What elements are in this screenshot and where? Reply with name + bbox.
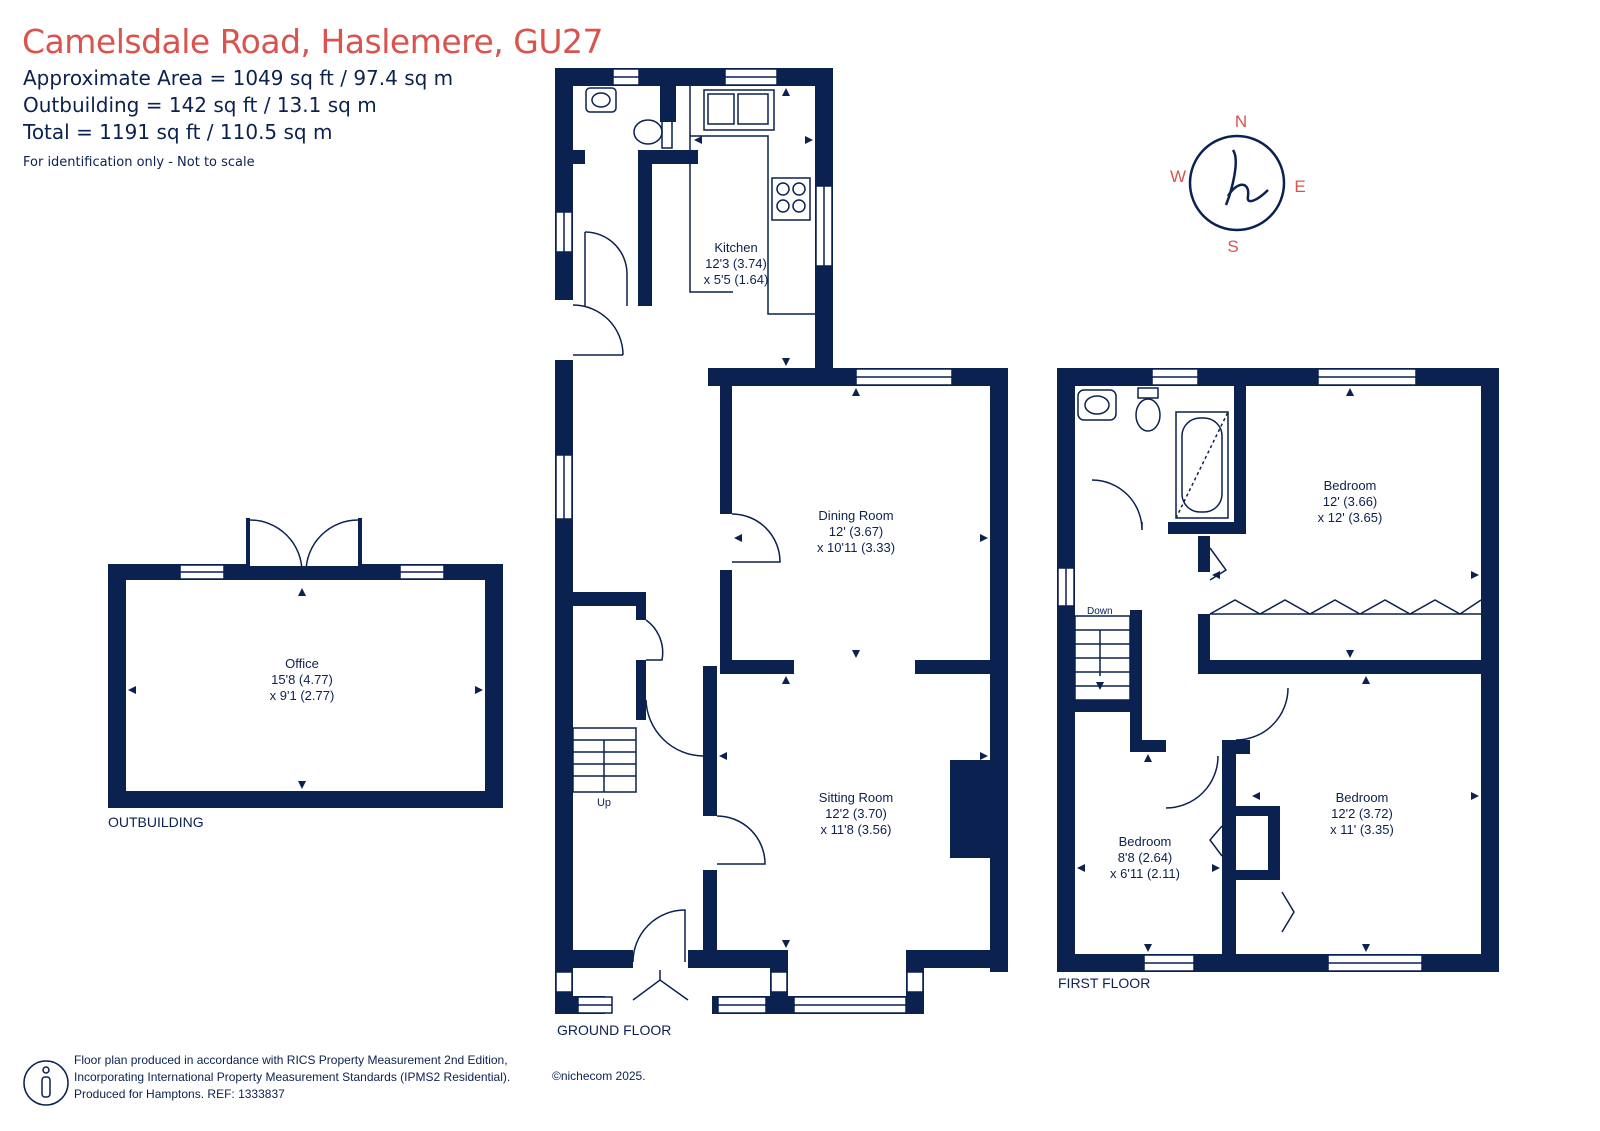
kitchen-dim2: x 5'5 (1.64) [704,272,769,287]
area-outbuilding: Outbuilding = 142 sq ft / 13.1 sq m [23,93,377,117]
bed1-name: Bedroom [1324,478,1377,493]
identification-note: For identification only - Not to scale [23,155,255,170]
stairs-down-label: Down [1087,606,1113,617]
first-floor-arrows [1077,388,1479,952]
bed1-dim1: 12' (3.66) [1323,494,1378,509]
first-floor-label: FIRST FLOOR [1058,975,1150,991]
logo-icon [1224,149,1269,206]
ground-floor-arrows [694,88,988,948]
office-dim1: 15'8 (4.77) [271,672,333,687]
first-floor-walls [1057,368,1499,972]
sitting-dim2: x 11'8 (3.56) [821,822,892,837]
copyright: ©nichecom 2025. [552,1069,646,1083]
footer-text: Floor plan produced in accordance with R… [74,1052,510,1103]
dining-dim1: 12' (3.67) [829,524,884,539]
outbuilding-label: OUTBUILDING [108,814,204,830]
bed2-dim2: x 11' (3.35) [1330,822,1394,837]
compass-e: E [1294,177,1305,196]
compass-n: N [1235,112,1247,131]
dining-dim2: x 10'11 (3.33) [817,540,895,555]
kitchen-name: Kitchen [714,240,757,255]
office-name: Office [285,656,319,671]
area-approximate: Approximate Area = 1049 sq ft / 97.4 sq … [23,66,454,90]
area-total: Total = 1191 sq ft / 110.5 sq m [23,120,333,144]
compass-w: W [1170,167,1186,186]
info-icon [23,1060,69,1106]
stairs-up-label: Up [597,797,611,809]
compass: N S E W [1170,112,1306,256]
footer-line-3: Produced for Hamptons. REF: 1333837 [74,1087,285,1101]
footer-line-1: Floor plan produced in accordance with R… [74,1053,508,1067]
footer-line-2: Incorporating International Property Mea… [74,1070,511,1084]
bed3-dim1: 8'8 (2.64) [1118,850,1173,865]
outbuilding-arrows [128,588,483,789]
bed2-name: Bedroom [1336,790,1389,805]
ground-floor-walls [555,68,1008,1014]
page-title: Camelsdale Road, Haslemere, GU27 [22,22,603,61]
outbuilding-details [179,518,445,580]
sitting-dim1: 12'2 (3.70) [825,806,887,821]
dining-name: Dining Room [818,508,893,523]
first-floor-details [1057,368,1482,972]
compass-s: S [1227,237,1238,256]
ground-floor-details [555,68,953,1014]
bed2-dim1: 12'2 (3.72) [1331,806,1393,821]
bed1-dim2: x 12' (3.65) [1318,510,1383,525]
bed3-name: Bedroom [1119,834,1172,849]
bed3-dim2: x 6'11 (2.11) [1110,866,1180,881]
office-dim2: x 9'1 (2.77) [270,688,335,703]
kitchen-dim1: 12'3 (3.74) [705,256,767,271]
sitting-name: Sitting Room [819,790,893,805]
ground-floor-label: GROUND FLOOR [557,1022,671,1038]
